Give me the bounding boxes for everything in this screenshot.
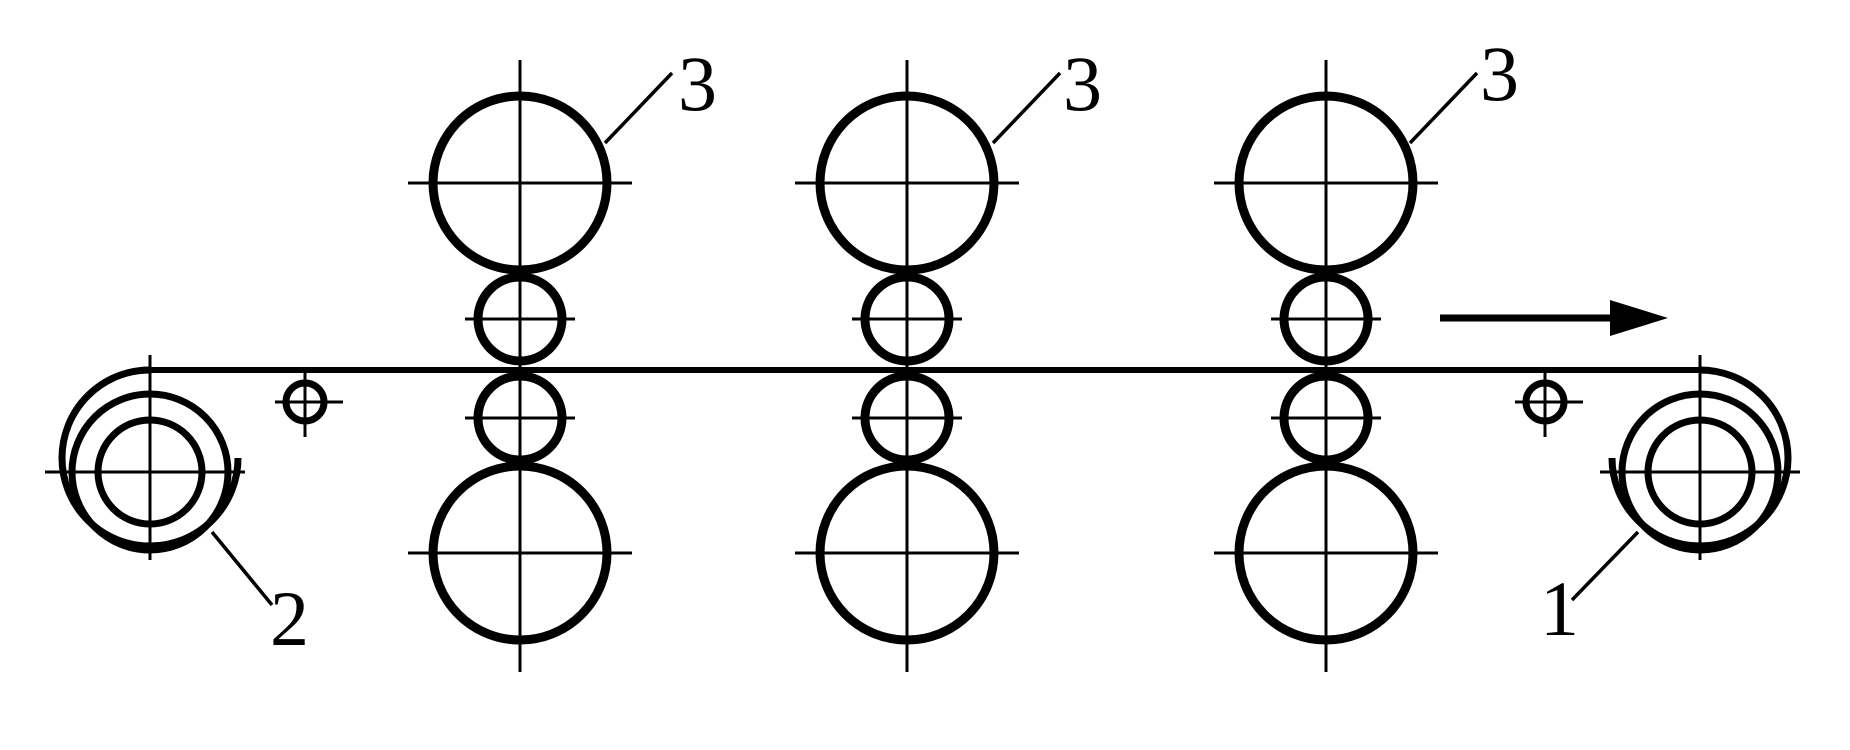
coiler-reel <box>45 355 245 560</box>
direction-arrow <box>1440 300 1668 336</box>
leader-line-stand-2 <box>991 71 1062 145</box>
leader-line-uncoiler <box>1570 530 1640 602</box>
guide-roll-right <box>1515 372 1583 437</box>
label-stand-1: 3 <box>678 40 717 127</box>
leader-line-stand-3 <box>1408 71 1479 145</box>
rolling-stand-2 <box>795 60 1019 672</box>
leader-line-coiler <box>210 530 274 607</box>
guide-roll-left <box>275 372 343 437</box>
uncoiler-reel <box>1600 355 1800 560</box>
label-stand-3: 3 <box>1480 30 1519 117</box>
rolling-stand-3 <box>1214 60 1438 672</box>
rolling-stand-1 <box>408 60 632 672</box>
label-uncoiler: 1 <box>1540 565 1579 652</box>
leader-line-stand-1 <box>603 71 674 145</box>
label-coiler: 2 <box>270 575 309 662</box>
label-stand-2: 3 <box>1063 40 1102 127</box>
